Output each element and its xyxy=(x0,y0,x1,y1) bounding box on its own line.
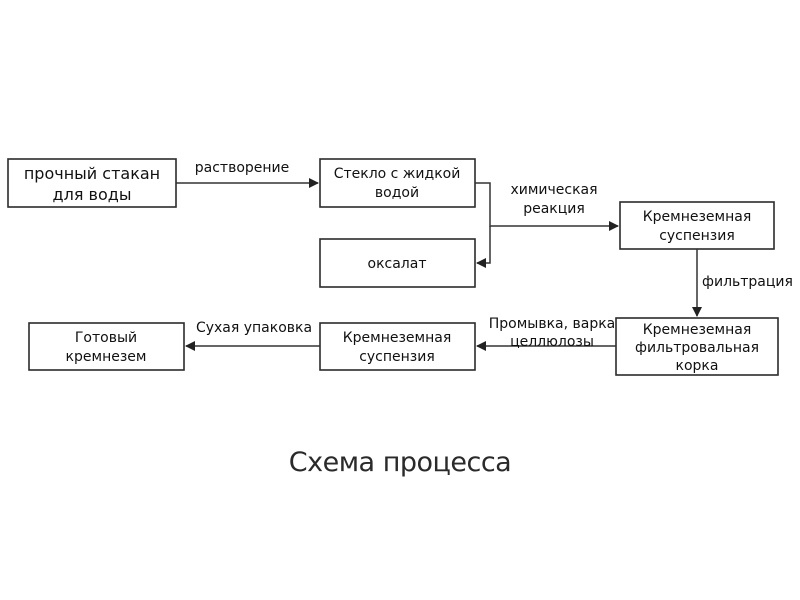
node-filter-cake-label-2: фильтровальная xyxy=(635,340,759,356)
edge-reaction-arrow xyxy=(475,182,619,231)
page-title: Схема процесса xyxy=(288,447,512,478)
node-suspension-right-label-2: суспензия xyxy=(659,228,735,244)
node-suspension-right-label-1: Кремнеземная xyxy=(643,209,752,225)
node-final-box xyxy=(28,322,185,371)
node-glass-label-2: водой xyxy=(375,185,419,201)
node-oxalate: оксалат xyxy=(319,238,476,288)
edge-oxalate-arrow xyxy=(476,226,491,268)
node-final: Готовый кремнезем xyxy=(28,322,185,371)
node-filter-cake-label-3: корка xyxy=(676,358,719,374)
node-filter-cake-label-1: Кремнеземная xyxy=(643,322,752,338)
node-oxalate-label: оксалат xyxy=(368,256,427,272)
node-final-label-1: Готовый xyxy=(75,330,137,346)
node-suspension-mid: Кремнеземная суспензия xyxy=(319,322,476,371)
node-cup-label-2: для воды xyxy=(53,185,132,204)
edge-filtration-label: фильтрация xyxy=(702,274,793,290)
edge-washing-label-2: целлюлозы xyxy=(510,334,594,350)
node-oxalate-box xyxy=(319,238,476,288)
edge-reaction-label-1: химическая xyxy=(510,182,597,198)
node-filter-cake-box xyxy=(615,317,779,376)
node-cup: прочный стакан для воды xyxy=(7,158,177,208)
node-suspension-mid-label-1: Кремнеземная xyxy=(343,330,452,346)
node-cup-box xyxy=(7,158,177,208)
node-filter-cake: Кремнеземная фильтровальная корка xyxy=(615,317,779,376)
node-cup-label-1: прочный стакан xyxy=(24,164,160,183)
edge-washing-label-1: Промывка, варка xyxy=(489,316,616,332)
edge-dry-pack-label: Сухая упаковка xyxy=(196,320,312,336)
edge-dissolution-label: растворение xyxy=(195,160,290,176)
node-suspension-right: Кремнеземная суспензия xyxy=(619,201,775,250)
edge-reaction-label-2: реакция xyxy=(523,201,585,217)
node-suspension-mid-label-2: суспензия xyxy=(359,349,435,365)
node-suspension-right-box xyxy=(619,201,775,250)
node-final-label-2: кремнезем xyxy=(66,349,147,365)
node-glass-box xyxy=(319,158,476,208)
node-glass: Стекло с жидкой водой xyxy=(319,158,476,208)
node-glass-label-1: Стекло с жидкой xyxy=(334,166,461,182)
